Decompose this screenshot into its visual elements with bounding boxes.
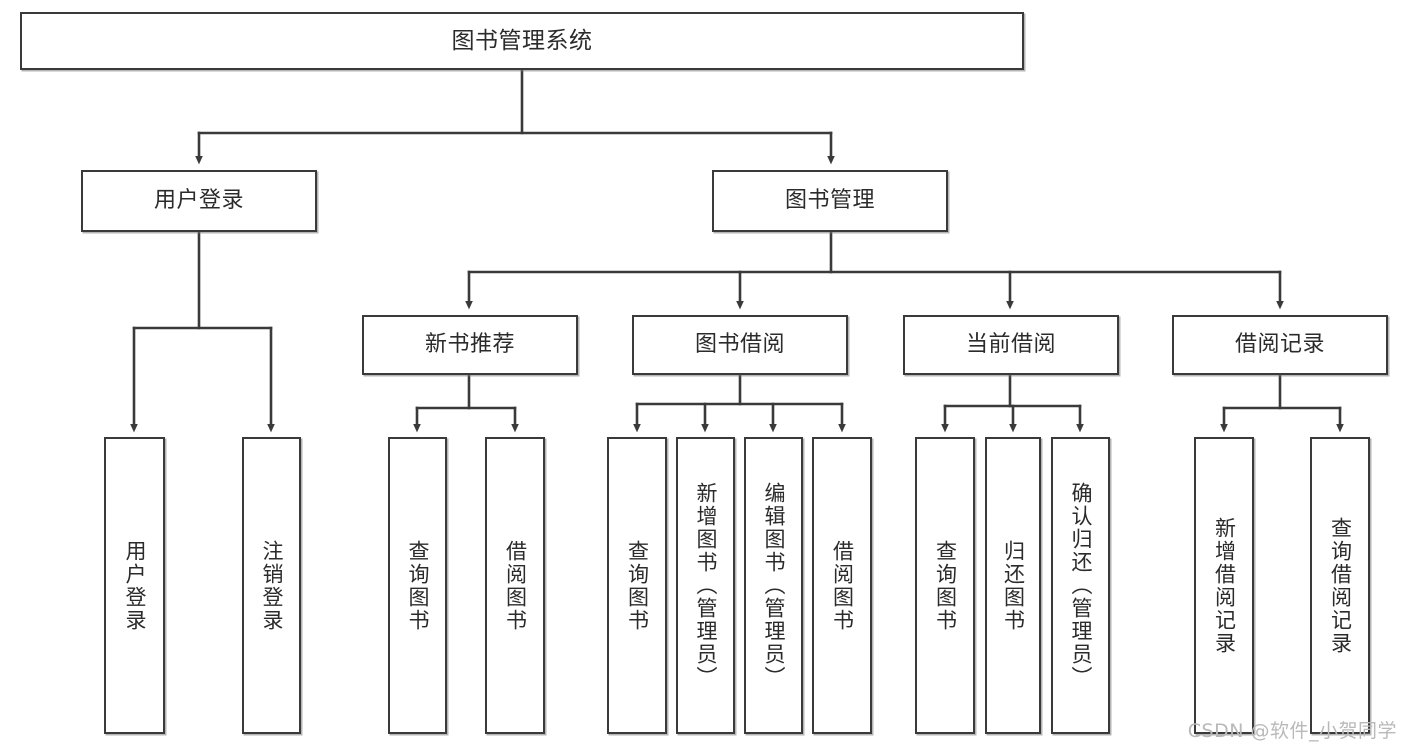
node-current-borrow[interactable]: 当前借阅 [903, 315, 1119, 375]
node-label-leaf-return-book: 归还图书 [1001, 539, 1026, 632]
node-label-book-borrow: 图书借阅 [694, 332, 785, 358]
node-label-leaf-borrow-book-1: 借阅图书 [503, 539, 528, 632]
node-label-book-manage: 图书管理 [784, 188, 875, 214]
node-leaf-confirm-return[interactable]: 确认归还（管理员） [1051, 437, 1110, 734]
node-leaf-borrow-book-2[interactable]: 借阅图书 [812, 437, 872, 734]
node-label-leaf-confirm-return: 确认归还（管理员） [1069, 482, 1093, 689]
node-leaf-query-book-3[interactable]: 查询图书 [915, 437, 975, 734]
node-leaf-add-book[interactable]: 新增图书（管理员） [676, 437, 735, 734]
node-label-leaf-query-book-1: 查询图书 [406, 539, 430, 632]
node-label-leaf-add-book: 新增图书（管理员） [694, 482, 718, 689]
node-leaf-query-record[interactable]: 查询借阅记录 [1310, 437, 1370, 734]
node-user-login[interactable]: 用户登录 [81, 170, 317, 232]
node-label-leaf-user-login: 用户登录 [123, 539, 147, 632]
node-leaf-add-record[interactable]: 新增借阅记录 [1194, 437, 1254, 734]
csdn-watermark: CSDN @软件_小贺同学 [1187, 720, 1397, 742]
node-label-leaf-query-book-2: 查询图书 [625, 539, 650, 632]
node-label-leaf-borrow-book-2: 借阅图书 [830, 539, 855, 632]
node-label-leaf-query-book-3: 查询图书 [933, 539, 958, 632]
node-label-leaf-logout: 注销登录 [260, 539, 284, 632]
node-borrow-record[interactable]: 借阅记录 [1172, 315, 1388, 375]
node-label-leaf-add-record: 新增借阅记录 [1212, 516, 1237, 655]
node-book-borrow[interactable]: 图书借阅 [632, 315, 848, 375]
node-root-system[interactable]: 图书管理系统 [20, 12, 1024, 70]
node-label-new-book-rec: 新书推荐 [424, 332, 515, 358]
node-leaf-logout[interactable]: 注销登录 [242, 437, 301, 734]
node-leaf-query-book-1[interactable]: 查询图书 [388, 437, 447, 734]
node-leaf-query-book-2[interactable]: 查询图书 [607, 437, 667, 734]
node-label-borrow-record: 借阅记录 [1234, 332, 1325, 358]
node-label-root: 图书管理系统 [451, 27, 593, 54]
node-book-manage[interactable]: 图书管理 [712, 170, 948, 232]
node-label-user-login: 用户登录 [153, 188, 244, 214]
node-new-book-rec[interactable]: 新书推荐 [362, 315, 578, 375]
node-label-leaf-edit-book: 编辑图书（管理员） [762, 482, 786, 689]
node-leaf-edit-book[interactable]: 编辑图书（管理员） [744, 437, 803, 734]
node-label-current-borrow: 当前借阅 [965, 332, 1056, 358]
node-label-leaf-query-record: 查询借阅记录 [1328, 516, 1353, 655]
node-leaf-user-login[interactable]: 用户登录 [104, 437, 165, 734]
node-leaf-return-book[interactable]: 归还图书 [985, 437, 1041, 734]
node-leaf-borrow-book-1[interactable]: 借阅图书 [485, 437, 545, 734]
